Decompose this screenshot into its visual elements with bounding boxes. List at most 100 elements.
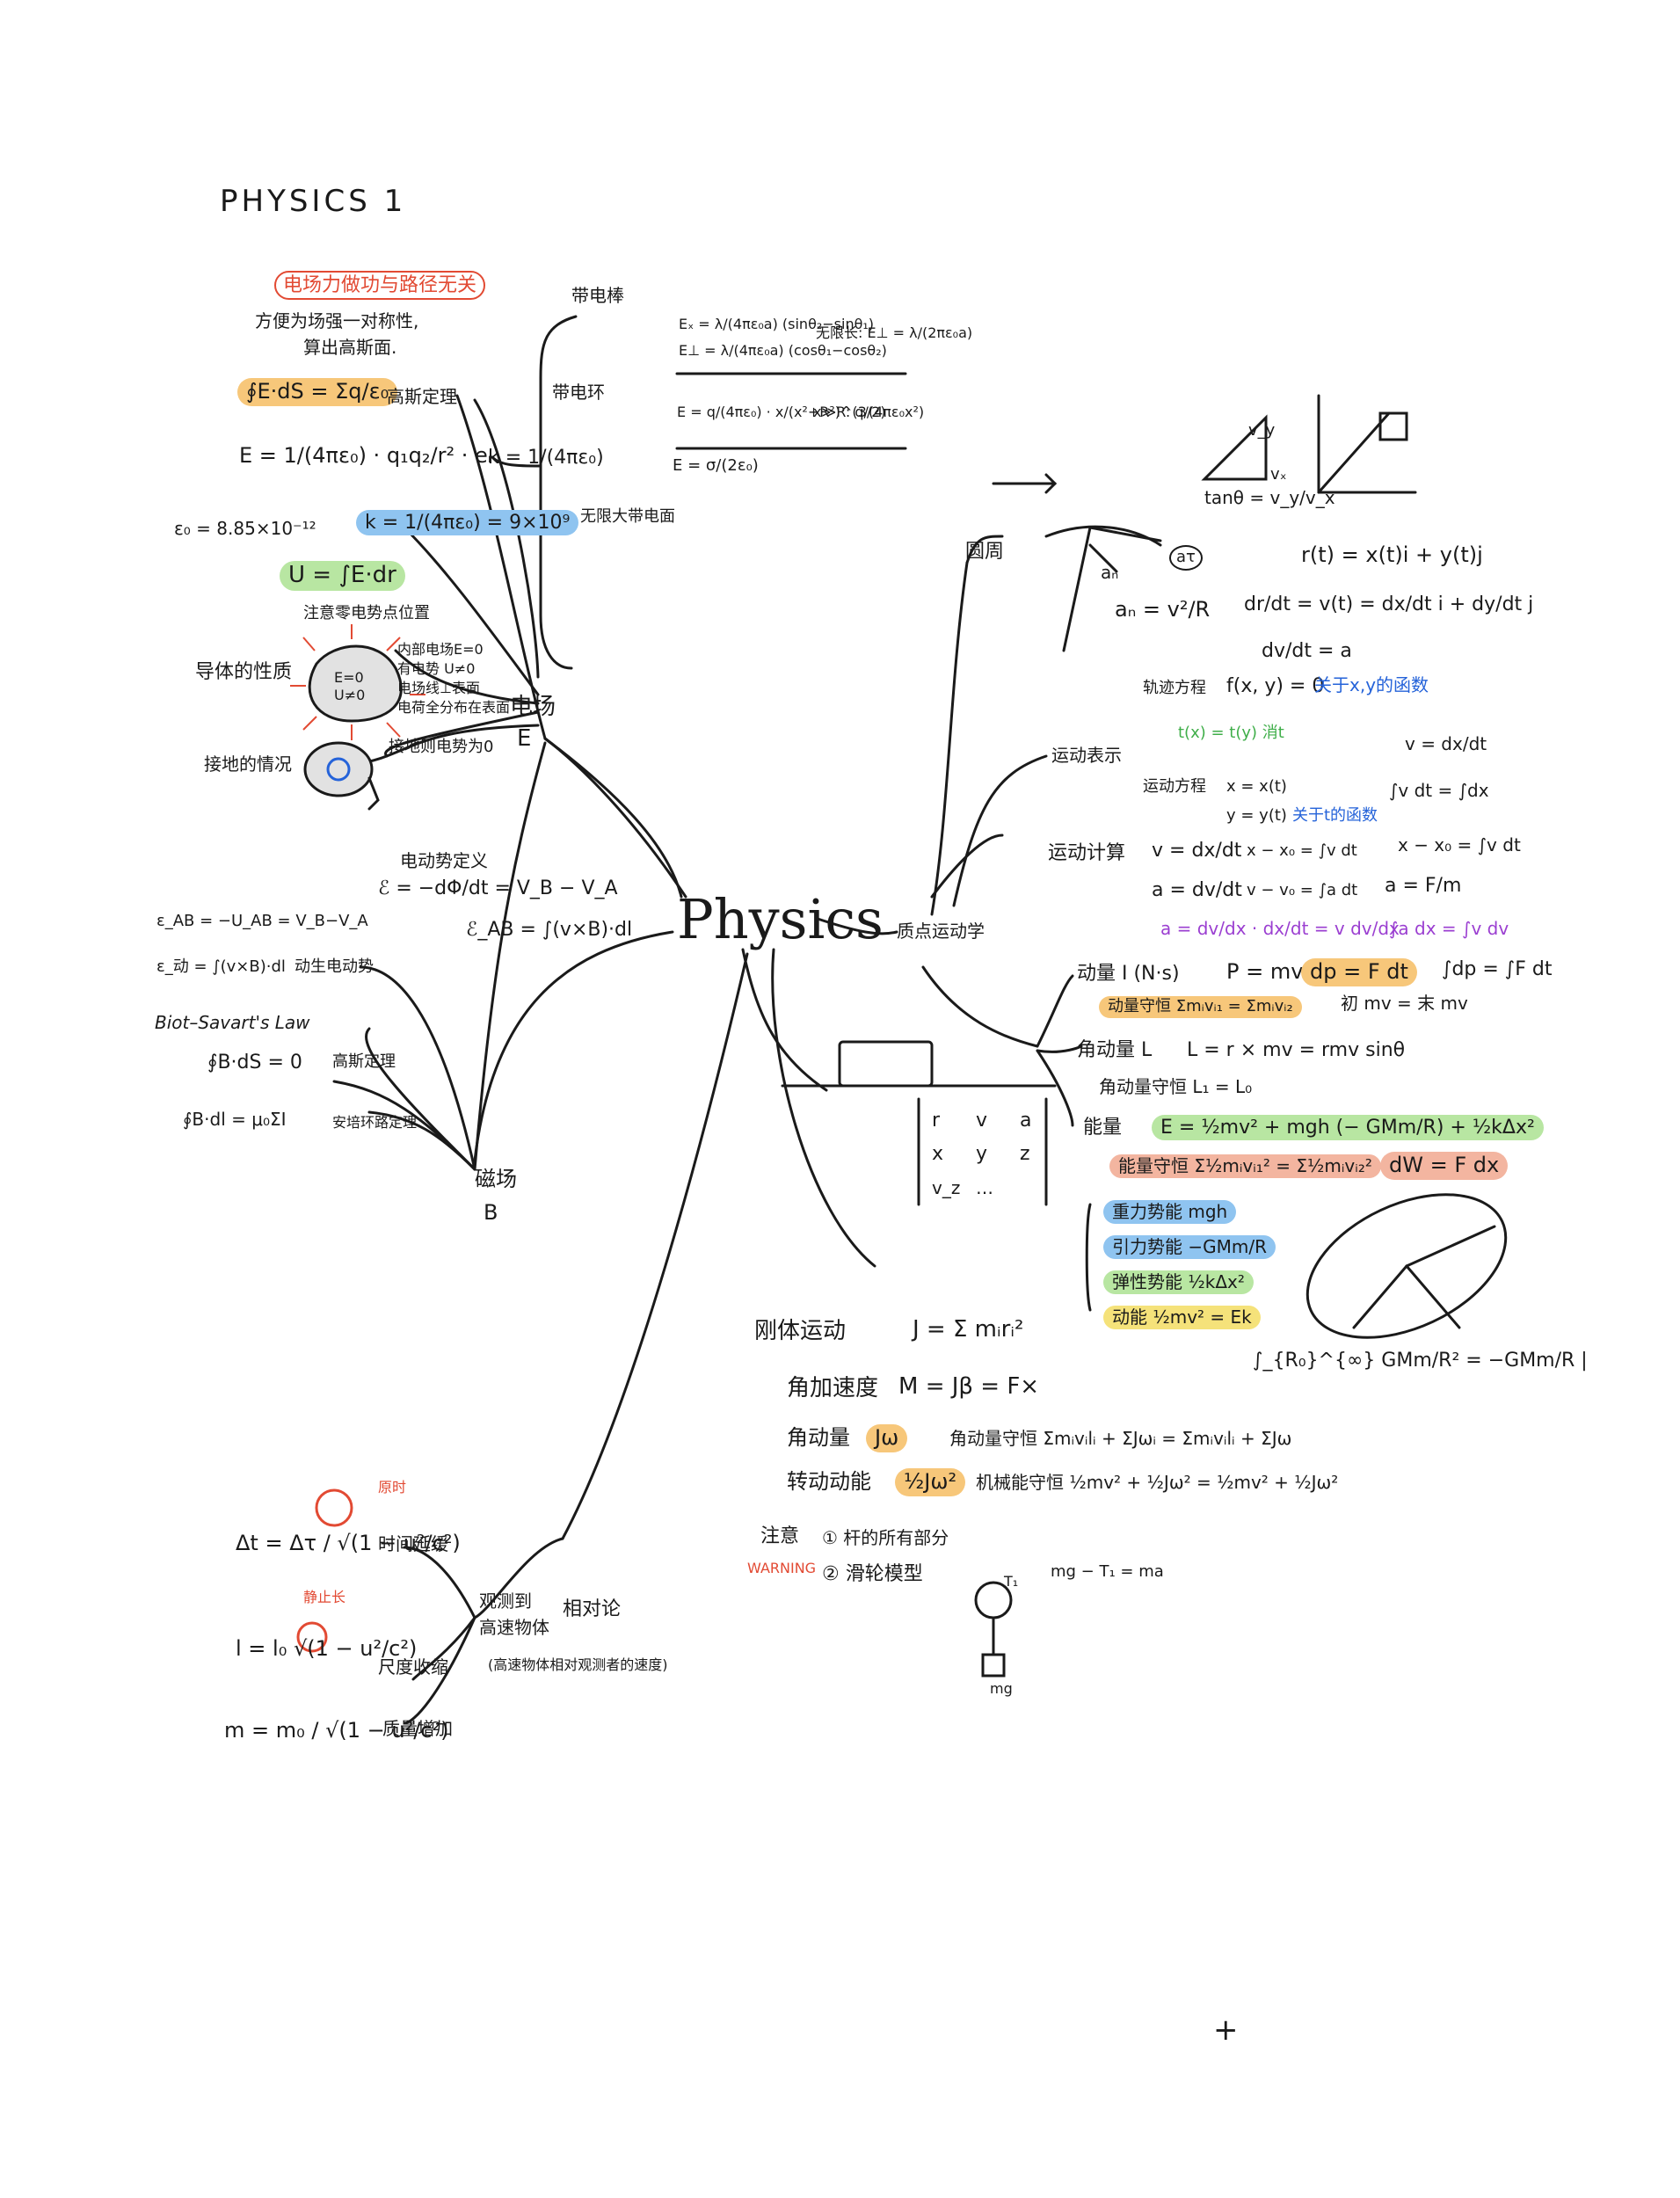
note-pulley-model: ② 滑轮模型	[822, 1563, 923, 1585]
velocity-dxdt: v = dx/dt	[1405, 733, 1487, 754]
link-center-dynamics	[771, 948, 876, 1268]
displacement-integral: x − x₀ = ∫v dt	[1247, 841, 1357, 860]
ring-far-field: x≫R: q/(4πε₀x²)	[813, 404, 925, 420]
branch-electric-symbol: E	[517, 725, 532, 752]
warning-label: WARNING	[747, 1560, 817, 1576]
trajectory-note: 关于x,y的函数	[1314, 674, 1429, 695]
eliminate-t: t(x) = t(y) 消t	[1178, 724, 1284, 742]
k-constant-small: k = 1/(4πε₀)	[488, 447, 604, 469]
angular-momentum-formula: L = r × mv = rmv sinθ	[1187, 1039, 1406, 1061]
link-center-kinematics	[816, 917, 898, 935]
k-value: k = 1/(4πε₀) = 9×10⁹	[356, 510, 579, 536]
position-vector: r(t) = x(t)i + y(t)j	[1301, 542, 1483, 567]
normal-acceleration: aₙ	[1101, 562, 1119, 583]
epsilon-zero: ε₀ = 8.85×10⁻¹²	[174, 518, 316, 539]
conductor-inside-u: U≠0	[334, 687, 366, 703]
table-col-r: r	[932, 1110, 941, 1132]
conductor-label: 导体的性质	[195, 661, 293, 683]
motion-equation-label: 运动方程	[1143, 777, 1206, 796]
gauss-method-line1: 方便为场强一对称性,	[255, 310, 419, 331]
table-cell-z: z	[1020, 1143, 1030, 1165]
biot-savart-law: Biot–Savart's Law	[155, 1012, 310, 1033]
length-contraction-note: 尺度收缩	[378, 1656, 448, 1678]
time-dilation-note: 时间延缓	[378, 1533, 448, 1554]
note-rod-parts: ① 杆的所有部分	[822, 1527, 949, 1548]
branch-electric: 电场	[510, 694, 556, 720]
branch-kinematics: 质点运动学	[897, 921, 985, 942]
momentum-conservation-note: 初 mv = 末 mv	[1341, 993, 1468, 1014]
velocity-definition: v = dx/dt	[1152, 840, 1242, 862]
page-mark: +	[1213, 2012, 1239, 2048]
ampere-law: ∮B·dl = μ₀ΣI	[183, 1109, 287, 1130]
potential-formula: U = ∫E·dr	[280, 561, 405, 591]
momentum-formula: P = mv	[1226, 959, 1304, 984]
angular-momentum-label: 角动量 L	[1077, 1039, 1153, 1061]
link-center-electric	[543, 737, 687, 899]
ampere-law-name: 安培环路定理	[332, 1114, 418, 1131]
attention-label: 注意	[760, 1525, 800, 1547]
total-energy: E = ½mv² + mgh (− GMm/R) + ½kΔx²	[1152, 1115, 1544, 1141]
gauss-law: ∮E·dS = Σq/ε₀	[237, 378, 398, 406]
conductor-note-4: 电荷全分布在表面	[397, 699, 511, 716]
impulse-integral: ∫dp = ∫F dt	[1442, 958, 1553, 980]
energy-conservation: 能量守恒 Σ½mᵢvᵢ₁² = Σ½mᵢvᵢ₂²	[1109, 1154, 1381, 1178]
table-cell-vz: v_z	[932, 1177, 961, 1198]
vx-label: vₓ	[1270, 465, 1287, 484]
vy-label: v_y	[1248, 421, 1276, 440]
link-center-board	[741, 948, 828, 1092]
table-cell-ellipsis: …	[976, 1177, 993, 1198]
magnetic-gauss-name: 高斯定理	[332, 1052, 396, 1071]
branch-magnetic-symbol: B	[484, 1200, 498, 1225]
y-of-t-note: 关于t的函数	[1292, 806, 1378, 825]
rod-field-perp: E⊥ = λ/(4πε₀a) (cosθ₁−cosθ₂)	[679, 342, 887, 359]
emf-label: 电动势定义	[400, 850, 488, 871]
rigid-angular-momentum: Jω	[866, 1424, 908, 1452]
integral-vdt-dx: ∫v dt = ∫dx	[1389, 780, 1489, 801]
trajectory-label: 轨迹方程	[1143, 679, 1206, 697]
acceleration-definition: a = dv/dt	[1152, 879, 1242, 901]
coulomb-field: E = 1/(4πε₀) · q₁q₂/r² · eᵣ	[239, 443, 493, 468]
emf-ab: ℰ_AB = ∫(v×B)·dl	[466, 919, 633, 941]
branch-magnetic: 磁场	[475, 1167, 517, 1191]
table-col-v: v	[976, 1110, 988, 1132]
rigid-angular-momentum-conservation: 角动量守恒 Σmᵢvᵢlᵢ + ΣJωᵢ = Σmᵢvᵢlᵢ + ΣJω	[949, 1428, 1292, 1449]
kinetic-energy: 动能 ½mv² = Ek	[1103, 1306, 1261, 1329]
table-cell-x: x	[932, 1143, 944, 1165]
elastic-pe: 弹性势能 ½kΔx²	[1103, 1270, 1254, 1294]
pulley-tension: T₁	[1004, 1573, 1019, 1590]
momentum-conservation: 动量守恒 Σmᵢvᵢ₁ = Σmᵢvᵢ₂	[1099, 996, 1302, 1018]
ring-field: E = q/(4πε₀) · x/(x²+R²)^(3/2)	[677, 404, 886, 420]
angular-momentum-conservation: 角动量守恒 L₁ = L₀	[1099, 1076, 1253, 1097]
link-center-magnetic	[473, 930, 674, 1162]
relativity-label: 相对论	[563, 1598, 622, 1620]
mass-increase-note: 质量增加	[382, 1718, 453, 1739]
table-cell-y: y	[976, 1143, 988, 1165]
chain-rule-acceleration: a = dv/dx · dx/dt = v dv/dx	[1160, 918, 1400, 939]
circular-motion-label: 圆周	[965, 541, 1005, 563]
gauss-law-name: 高斯定理	[387, 386, 457, 407]
rod-field-infinite: 无限长: E⊥ = λ/(2πε₀a)	[816, 324, 973, 341]
x-minus-x0: x − x₀ = ∫v dt	[1398, 834, 1521, 855]
impulse-formula: dp = F dt	[1301, 958, 1417, 986]
integral-identity: ∫a dx = ∫v dv	[1389, 918, 1509, 939]
rigid-angular-momentum-label: 角动量	[787, 1425, 850, 1450]
motional-emf-name: 动生电动势	[295, 957, 374, 976]
gauss-method-line2: 算出高斯面.	[303, 337, 397, 358]
charged-rod-label: 带电棒	[571, 285, 624, 306]
velocity-integral: v − v₀ = ∫a dt	[1247, 881, 1358, 899]
page-title: PHYSICS 1	[220, 184, 407, 219]
conductor-note-3: 电场线⊥表面	[397, 680, 480, 696]
newton-second-law: a = F/m	[1385, 875, 1462, 897]
rod-field-x: Eₓ = λ/(4πε₀a) (sinθ₂−sinθ₁)	[679, 316, 875, 332]
torque-formula: M = Jβ = F×	[898, 1373, 1040, 1400]
rigid-body-label: 刚体运动	[754, 1318, 847, 1344]
rotational-ke: ½Jω²	[895, 1468, 966, 1496]
grounded-note: 接地则电势为0	[389, 738, 494, 756]
x-of-t: x = x(t)	[1226, 777, 1287, 796]
conductor-note-1: 内部电场E=0	[397, 641, 484, 658]
pulley-equation: mg − T₁ = ma	[1051, 1562, 1164, 1581]
rest-length-note: 静止长	[303, 1589, 346, 1605]
center-node: Physics	[677, 887, 884, 951]
relativity-note: (高速物体相对观测者的速度)	[488, 1656, 668, 1673]
